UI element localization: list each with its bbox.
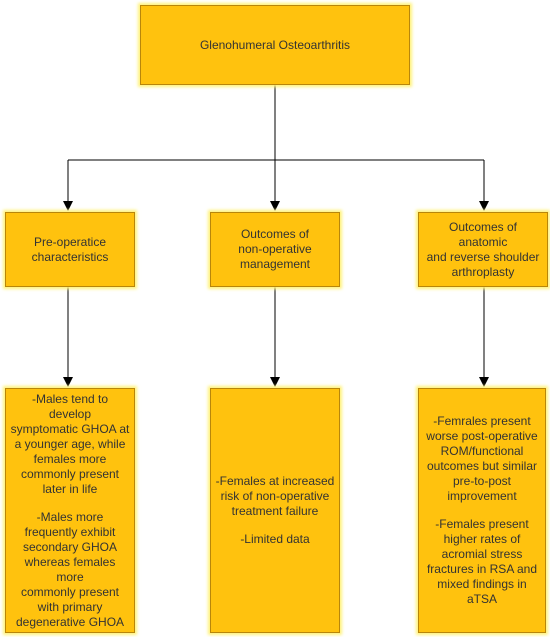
root-label: Glenohumeral Osteoarthritis	[199, 37, 351, 52]
findings-node-nonoperative: -Females at increased risk of non-operat…	[210, 388, 340, 633]
category-label: Outcomes of anatomic and reverse shoulde…	[426, 219, 540, 279]
finding-paragraph: -Limited data	[240, 532, 310, 546]
root-node: Glenohumeral Osteoarthritis	[140, 5, 410, 85]
findings-node-arthroplasty: -Femrales present worse post-operative R…	[418, 388, 546, 633]
category-label: Outcomes of non-operative management	[238, 227, 312, 271]
finding-paragraph: -Females present higher rates of acromia…	[426, 517, 538, 606]
findings-text: -Females at increased risk of non-operat…	[212, 474, 339, 547]
findings-text: -Males tend to develop symptomatic GHOA …	[6, 392, 134, 630]
finding-paragraph: -Femrales present worse post-operative R…	[426, 414, 538, 503]
finding-paragraph: -Females at increased risk of non-operat…	[215, 474, 335, 518]
finding-paragraph: -Males tend to develop symptomatic GHOA …	[10, 391, 130, 496]
category-node-arthroplasty: Outcomes of anatomic and reverse shoulde…	[418, 212, 548, 287]
category-node-preoperative: Pre-operatice characteristics	[5, 212, 135, 287]
category-label: Pre-operatice characteristics	[31, 234, 109, 264]
findings-text: -Femrales present worse post-operative R…	[422, 414, 541, 607]
finding-paragraph: -Males more frequently exhibit secondary…	[15, 509, 125, 629]
category-node-nonoperative: Outcomes of non-operative management	[210, 212, 340, 287]
findings-node-preoperative: -Males tend to develop symptomatic GHOA …	[5, 388, 135, 633]
